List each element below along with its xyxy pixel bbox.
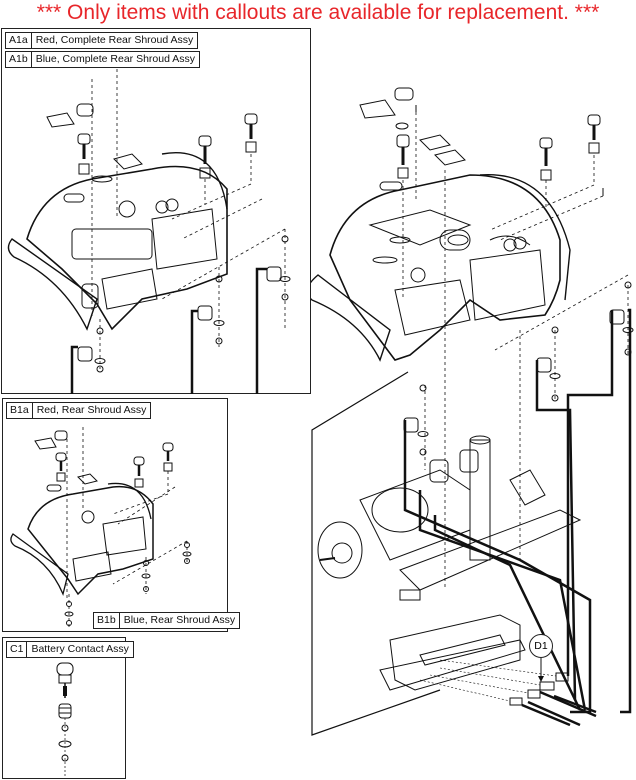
callout-code: A1b xyxy=(6,52,32,67)
drive-motor-assembly xyxy=(317,435,582,601)
callout-a1a[interactable]: A1a Red, Complete Rear Shroud Assy xyxy=(5,32,199,49)
callout-description: Blue, Rear Shroud Assy xyxy=(123,614,236,626)
callout-a1b[interactable]: A1b Blue, Complete Rear Shroud Assy xyxy=(5,51,201,68)
panel-a-drawing xyxy=(7,69,291,394)
main-rear-shroud xyxy=(306,174,571,362)
callout-code: A1a xyxy=(6,33,32,48)
main-boundary-lines xyxy=(311,371,441,736)
replacement-notice-banner: *** Only items with callouts are availab… xyxy=(36,1,600,24)
wire-harness-lines xyxy=(403,308,632,727)
callout-c1[interactable]: C1 Battery Contact Assy xyxy=(6,641,134,658)
main-battery-contacts xyxy=(403,309,625,433)
callout-code: B1a xyxy=(7,403,33,418)
main-assembly-lines xyxy=(402,112,629,590)
callout-code: C1 xyxy=(7,642,28,657)
callout-b1a[interactable]: B1a Red, Rear Shroud Assy xyxy=(6,402,152,419)
panel-c-drawing xyxy=(56,662,74,778)
callout-description: Blue, Complete Rear Shroud Assy xyxy=(35,53,196,65)
callout-code: B1b xyxy=(94,613,120,628)
main-shroud-hardware xyxy=(359,87,604,196)
callout-b1b[interactable]: B1b Blue, Rear Shroud Assy xyxy=(93,612,241,629)
panel-b-rear-shroud: B1a Red, Rear Shroud Assy B1b Blue, Rear… xyxy=(2,398,241,632)
panel-a-complete-rear-shroud: A1a Red, Complete Rear Shroud Assy A1b B… xyxy=(1,28,311,394)
controller xyxy=(379,614,526,691)
callout-description: Red, Complete Rear Shroud Assy xyxy=(35,34,194,46)
callout-bubble-d1[interactable]: D1 xyxy=(529,634,553,658)
d1-arrow-icon xyxy=(538,676,544,682)
panel-b-drawing xyxy=(10,427,192,629)
main-washers xyxy=(417,281,634,456)
callout-description: Battery Contact Assy xyxy=(31,643,129,655)
panel-c-battery-contact: C1 Battery Contact Assy xyxy=(2,637,134,779)
callout-description: Red, Rear Shroud Assy xyxy=(36,404,147,416)
